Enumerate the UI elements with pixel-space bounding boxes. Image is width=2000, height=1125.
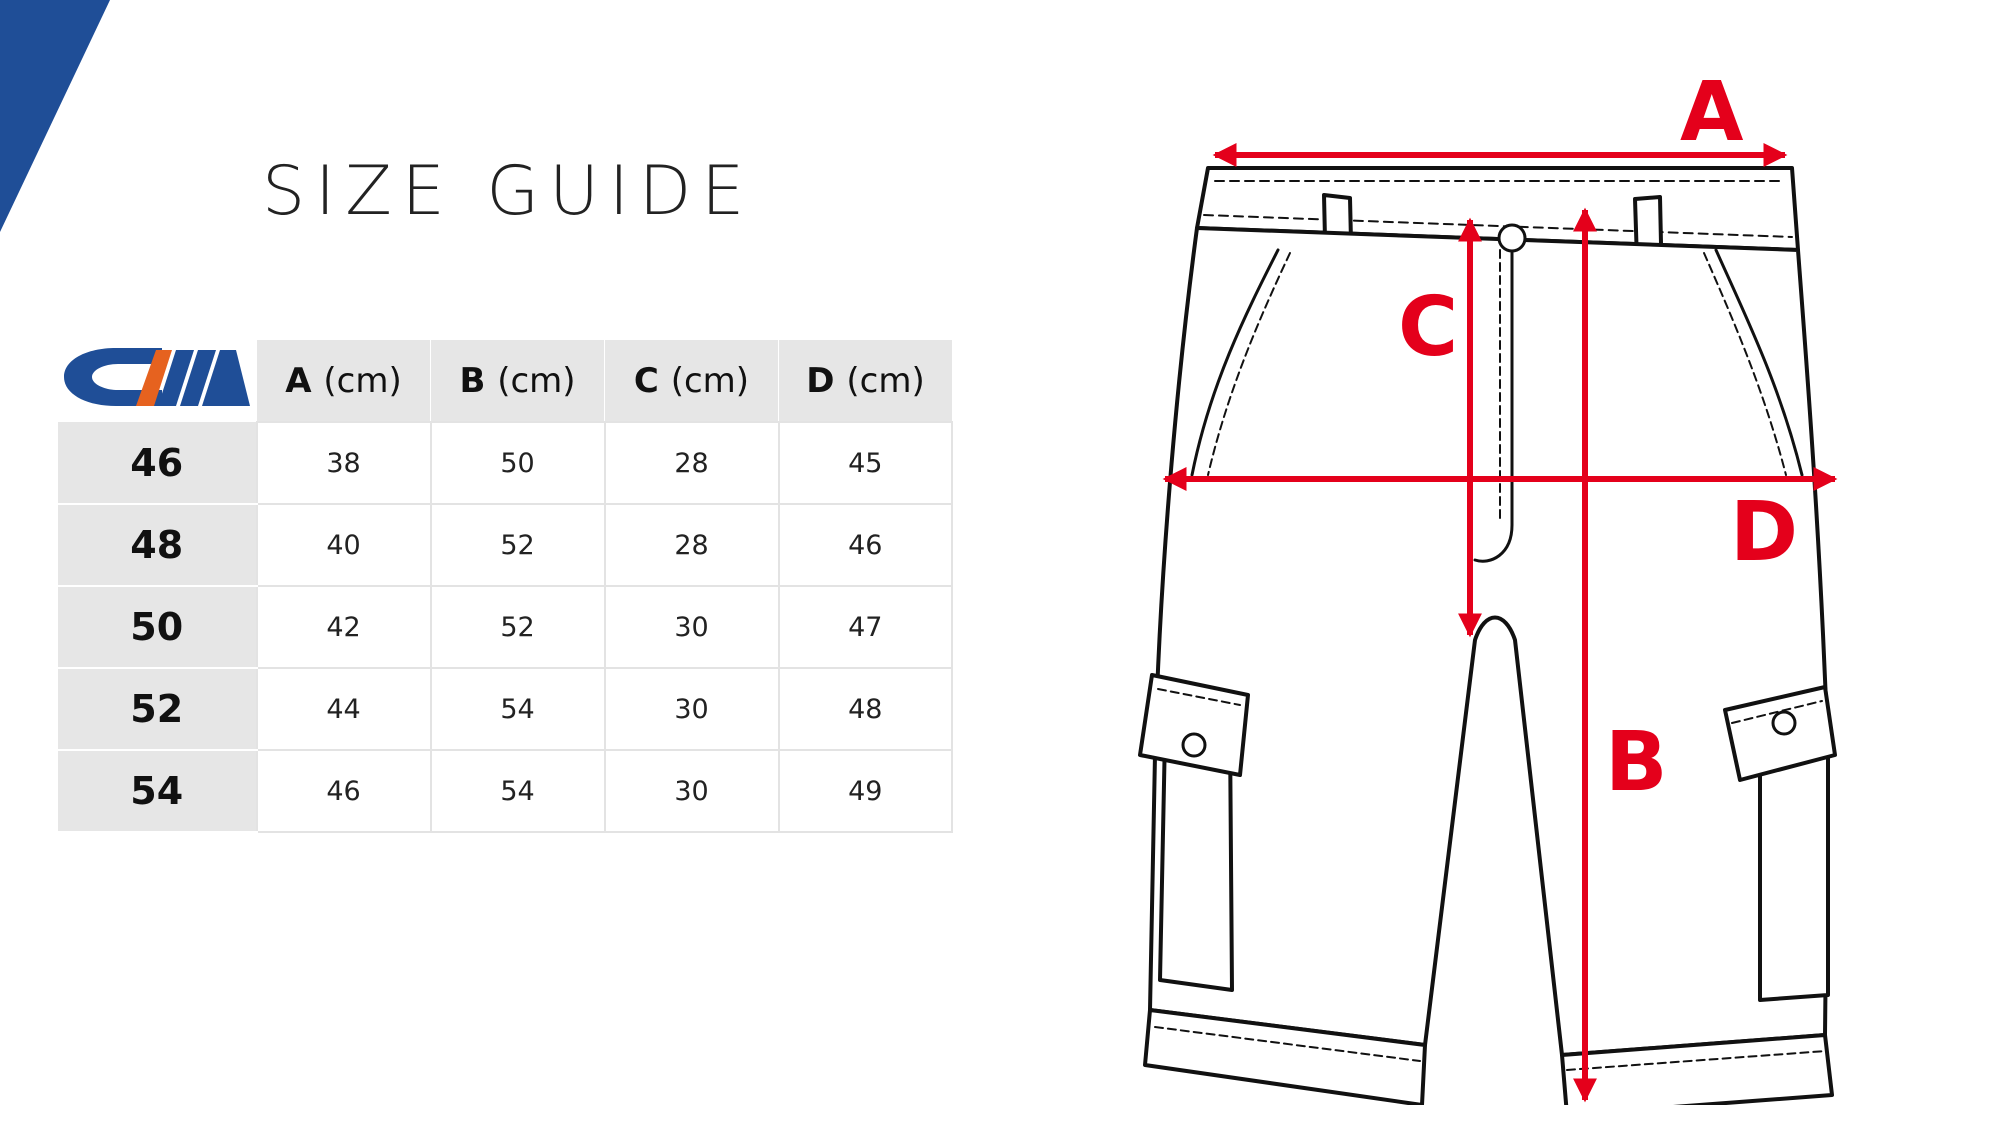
table-cell: 45	[777, 421, 953, 505]
size-label: 50	[58, 586, 257, 669]
shorts-diagram: A B C D	[1138, 65, 1838, 1105]
right-pocket-button-icon	[1771, 710, 1797, 736]
shorts-outline	[1138, 166, 1837, 1105]
measurement-labels: A B C D	[1398, 65, 1798, 810]
table-cell: 47	[777, 585, 953, 669]
size-table: A (cm) B (cm) C (cm) D (cm) 46 38 50 28 …	[58, 340, 953, 833]
buttons	[1181, 223, 1797, 758]
table-cell: 50	[429, 421, 606, 505]
table-header-row: A (cm) B (cm) C (cm) D (cm)	[58, 340, 952, 422]
label-c: C	[1398, 280, 1458, 375]
table-cell: 52	[429, 585, 606, 669]
table-cell: 46	[777, 503, 953, 587]
table-row: 48 40 52 28 46	[58, 503, 953, 587]
table-cell: 48	[777, 667, 953, 751]
table-cell: 28	[603, 421, 780, 505]
column-header-a: A (cm)	[256, 340, 431, 422]
table-cell: 30	[603, 667, 780, 751]
table-row: 46 38 50 28 45	[58, 421, 953, 505]
column-header-d: D (cm)	[778, 340, 952, 422]
table-cell: 54	[429, 749, 606, 833]
table-cell: 44	[255, 667, 432, 751]
table-cell: 49	[777, 749, 953, 833]
column-header-c: C (cm)	[604, 340, 779, 422]
corner-stripe	[0, 0, 110, 232]
table-cell: 46	[255, 749, 432, 833]
logo-cell	[58, 340, 257, 422]
table-row: 50 42 52 30 47	[58, 585, 953, 669]
measurement-arrows	[1162, 143, 1838, 1103]
size-label: 52	[58, 668, 257, 751]
table-cell: 54	[429, 667, 606, 751]
table-cell: 28	[603, 503, 780, 587]
page-title: SIZE GUIDE	[262, 152, 755, 231]
size-label: 48	[58, 504, 257, 587]
label-b: B	[1605, 715, 1668, 810]
table-cell: 40	[255, 503, 432, 587]
brand-logo	[64, 347, 250, 406]
table-cell: 42	[255, 585, 432, 669]
label-d: D	[1730, 485, 1798, 580]
size-label: 54	[58, 750, 257, 833]
left-pocket-button-icon	[1181, 732, 1207, 758]
size-label: 46	[58, 422, 257, 505]
table-cell: 52	[429, 503, 606, 587]
table-cell: 30	[603, 749, 780, 833]
label-a: A	[1680, 65, 1744, 160]
table-row: 52 44 54 30 48	[58, 667, 953, 751]
table-cell: 38	[255, 421, 432, 505]
table-row: 54 46 54 30 49	[58, 749, 953, 833]
table-cell: 30	[603, 585, 780, 669]
column-header-b: B (cm)	[430, 340, 605, 422]
waist-button-icon	[1497, 223, 1527, 253]
